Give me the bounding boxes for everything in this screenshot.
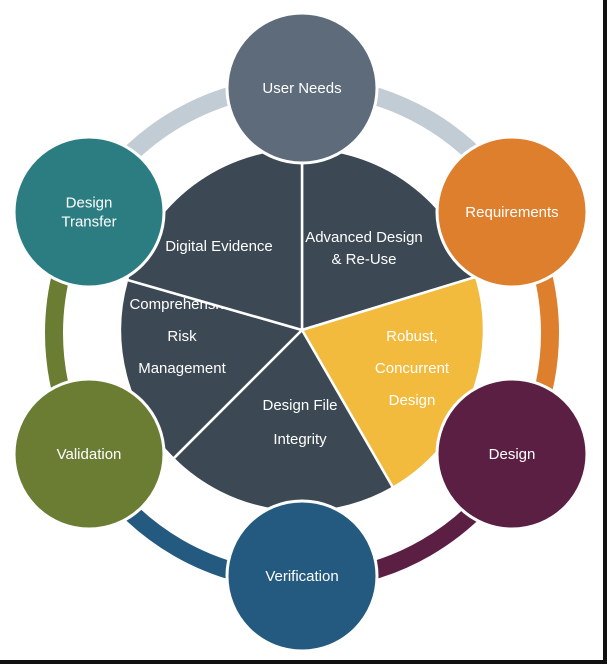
node-label: Validation [57, 446, 122, 463]
outer-nodes: User NeedsRequirementsDesignVerification… [12, 11, 589, 653]
node-circle [225, 11, 379, 165]
node-label: Verification [265, 568, 338, 585]
segment-label: Robust, [386, 328, 438, 345]
node-label: Transfer [61, 214, 116, 231]
segment-label: Risk [167, 328, 197, 345]
segment-label: & Re-Use [331, 251, 396, 268]
node-label: User Needs [262, 80, 341, 97]
segment-label: Concurrent [375, 360, 450, 377]
segment-label: Digital Evidence [165, 238, 273, 255]
node-circle [12, 135, 166, 289]
segment-label: Design [389, 392, 436, 409]
segment-label: Integrity [273, 431, 327, 448]
node-validation: Validation [12, 377, 166, 531]
node-requirements: Requirements [435, 135, 589, 289]
segment-label: Management [138, 360, 226, 377]
node-label: Design [66, 195, 113, 212]
node-circle [435, 377, 589, 531]
segment-advanced-design: Advanced Design & Re-Use [300, 146, 478, 332]
node-label: Requirements [465, 204, 558, 221]
node-circle [225, 499, 379, 653]
segment-label: Design File [262, 397, 337, 414]
node-circle [12, 377, 166, 531]
node-user-needs: User Needs [225, 11, 379, 165]
node-design: Design [435, 377, 589, 531]
node-verification: Verification [225, 499, 379, 653]
node-circle [435, 135, 589, 289]
node-label: Design [489, 446, 536, 463]
segment-label: Advanced Design [305, 229, 423, 246]
